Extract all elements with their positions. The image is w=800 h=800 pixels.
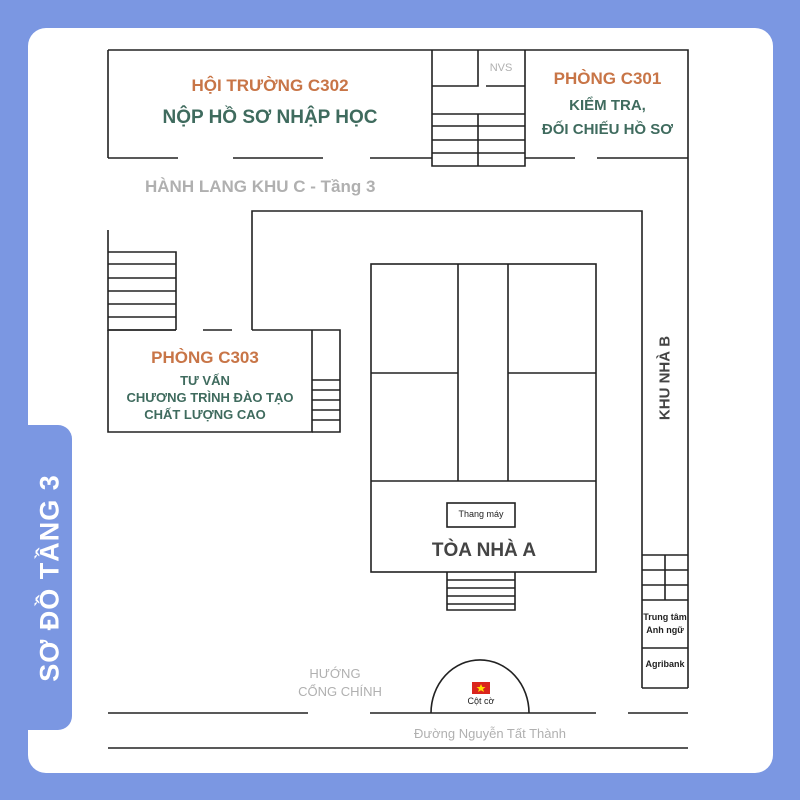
room-c303-purpose-line1: TƯ VẤN [180, 373, 230, 388]
building-a-rooms [371, 264, 596, 482]
room-c302-name: HỘI TRƯỜNG C302 [191, 76, 349, 95]
flagpole-label: Cột cờ [467, 696, 495, 706]
corridor-inner-wall [251, 210, 643, 688]
english-center-line1: Trung tâm [643, 612, 687, 622]
nvs-label: NVS [489, 62, 513, 74]
stairs-icon [642, 554, 688, 601]
flagpole-arc [430, 659, 530, 714]
room-c301-purpose-line1: KIỂM TRA, [569, 97, 646, 114]
building-a-stairs-outline [446, 572, 516, 611]
room-c303-name: PHÒNG C303 [151, 348, 259, 367]
room-c303-purpose-line2: CHƯƠNG TRÌNH ĐÀO TẠO [126, 390, 294, 405]
map-card [28, 28, 773, 773]
room-c303-purpose-line3: CHẤT LƯỢNG CAO [144, 407, 266, 422]
bank-label: Agribank [645, 659, 685, 669]
c303-stairs-outline [312, 329, 341, 433]
stairs-icon [447, 579, 515, 605]
vietnam-flag-icon [472, 682, 490, 694]
title-tab [28, 425, 72, 730]
stairs-icon [312, 379, 340, 421]
building-b-label: KHU NHÀ B [656, 335, 674, 421]
nvs-partition [432, 50, 479, 87]
c303-room [107, 330, 313, 433]
building-a-label: TÒA NHÀ A [431, 540, 537, 561]
room-c301-name: PHÒNG C301 [553, 69, 662, 88]
elevator-label: Thang máy [458, 509, 504, 519]
main-gate-line1: HƯỚNG [309, 666, 361, 681]
room-c301-purpose-line2: ĐỐI CHIẾU HỒ SƠ [541, 121, 674, 138]
stairs-icon [432, 113, 525, 166]
english-center-line2: Anh ngữ [646, 625, 684, 635]
main-gate-line2: CỔNG CHÍNH [298, 684, 382, 699]
corridor-label: HÀNH LANG KHU C - Tầng 3 [145, 177, 376, 196]
room-c302-purpose: NỘP HỒ SƠ NHẬP HỌC [162, 107, 378, 128]
elevator-box [446, 502, 516, 528]
stairs-icon [108, 251, 177, 330]
street-label: Đường Nguyễn Tất Thành [414, 726, 566, 741]
outer-wall-top-right [108, 49, 689, 688]
left-stairs-outline [107, 230, 176, 331]
building-a-outline [370, 263, 597, 573]
